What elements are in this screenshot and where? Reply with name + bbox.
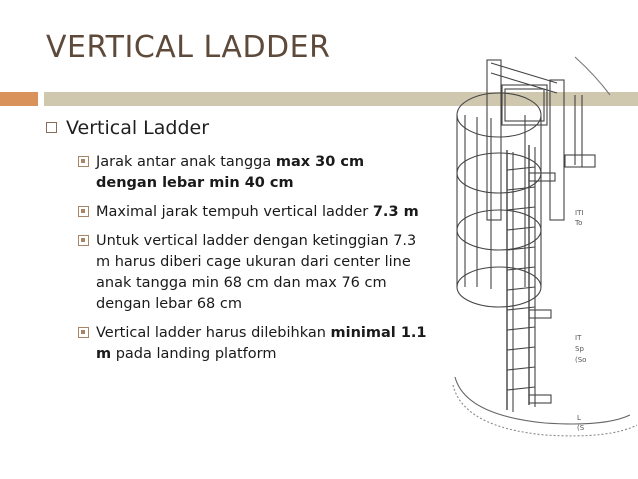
item-text: Untuk vertical ladder dengan ketinggian …	[96, 233, 417, 312]
square-bullet-icon	[78, 156, 89, 167]
figure-label: To	[574, 219, 582, 227]
square-bullet-icon	[78, 206, 89, 217]
square-bullet-icon	[78, 235, 89, 246]
figure-label: ITI	[575, 209, 583, 217]
item-text: Maximal jarak tempuh vertical ladder	[96, 204, 373, 220]
item-text: Vertical ladder harus dilebihkan	[96, 325, 331, 341]
figure-label: L	[577, 414, 581, 422]
list-item: Jarak antar anak tangga max 30 cm dengan…	[78, 152, 428, 194]
slide-title: VERTICAL LADDER	[46, 30, 331, 65]
figure-label: IT	[575, 334, 582, 342]
item-bold: minimal 1.1 m	[96, 325, 427, 362]
square-bullet-icon	[78, 327, 89, 338]
list-item: Untuk vertical ladder dengan ketinggian …	[78, 231, 428, 315]
figure-label: Sp	[575, 345, 584, 353]
figure-label: (S	[577, 424, 585, 432]
bullet-list: Jarak antar anak tangga max 30 cm dengan…	[78, 152, 428, 373]
heading-bullet-icon	[46, 122, 57, 133]
list-item: Vertical ladder harus dilebihkan minimal…	[78, 323, 428, 365]
item-text: Jarak antar anak tangga	[96, 154, 276, 170]
figure-label: (So	[575, 356, 586, 364]
ladder-cage-illustration: ITI To IT Sp (So L (S	[452, 56, 638, 437]
list-item: Maximal jarak tempuh vertical ladder 7.3…	[78, 202, 428, 223]
title-rule-accent	[0, 92, 38, 106]
item-text-end: pada landing platform	[111, 346, 277, 362]
title-rule	[44, 92, 638, 106]
item-bold: 7.3 m	[372, 204, 419, 220]
item-bold: max 30 cm dengan lebar min 40 cm	[96, 154, 365, 191]
heading-vertical-ladder: Vertical Ladder	[66, 117, 210, 139]
